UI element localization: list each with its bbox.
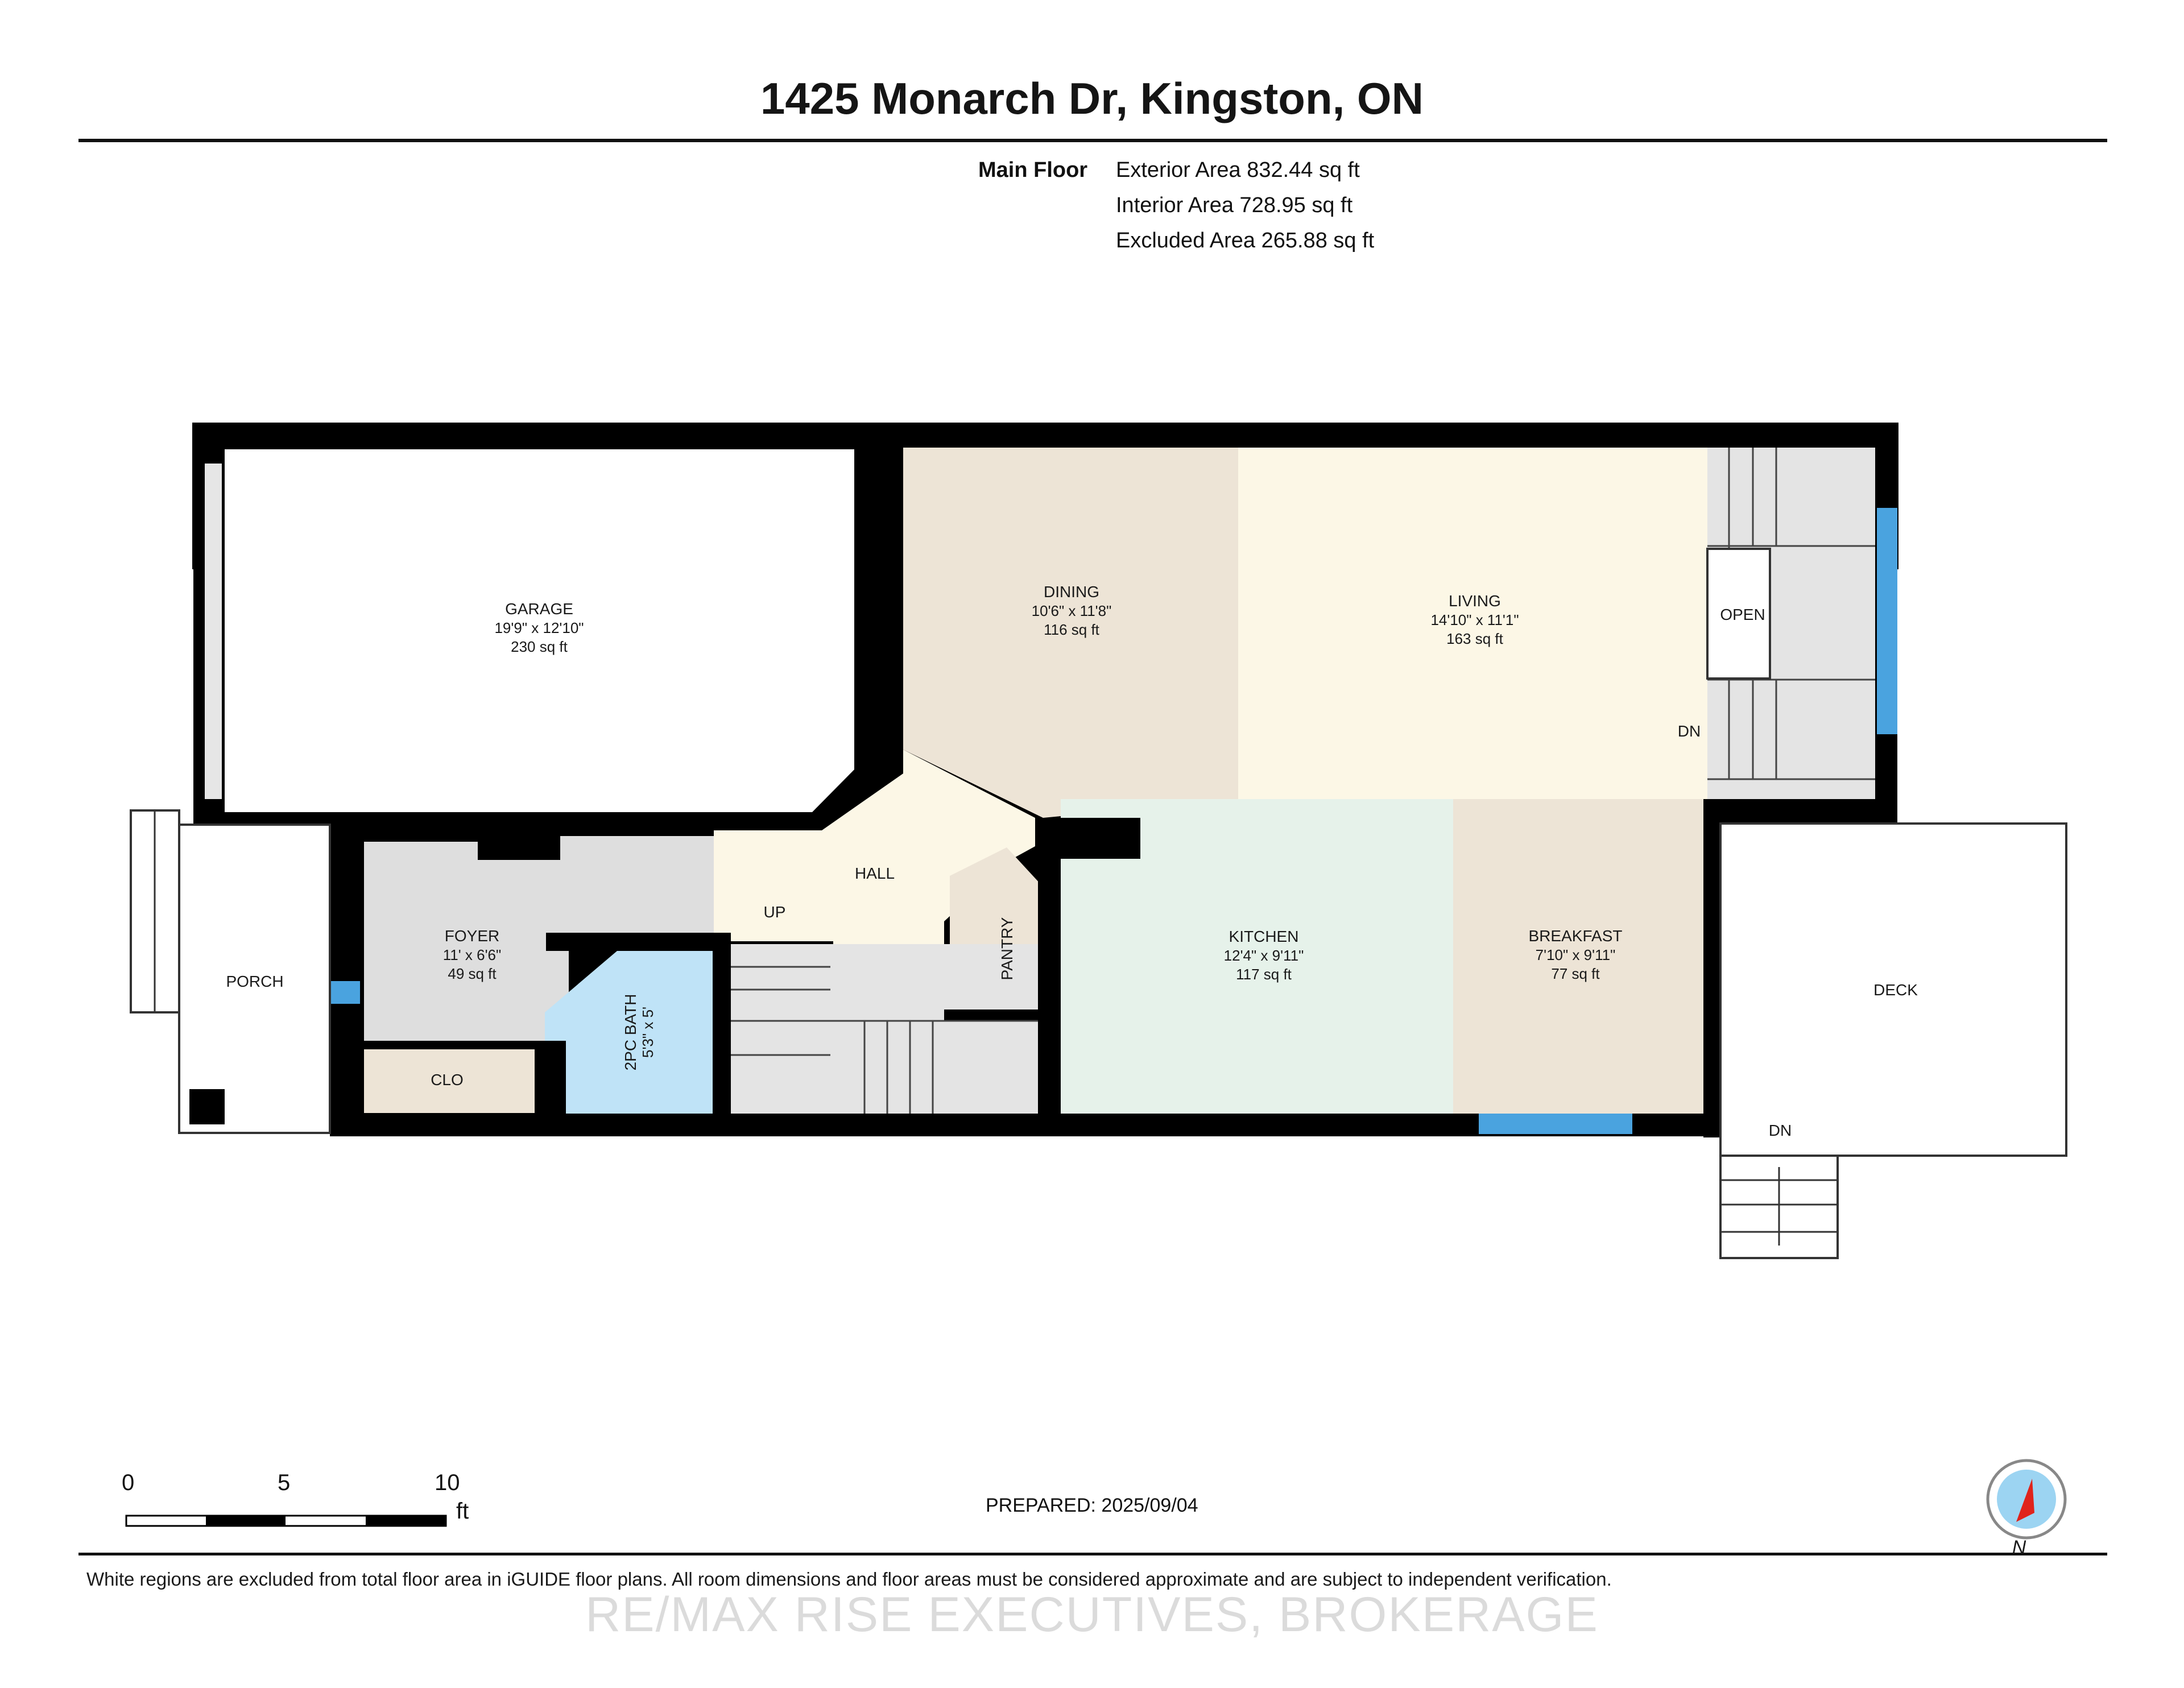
kitchen-label: KITCHEN: [1229, 928, 1299, 945]
up-label: UP: [764, 903, 786, 921]
floor-label: Main Floor: [978, 158, 1088, 182]
breakfast-label: BREAKFAST: [1529, 927, 1623, 945]
dining-area: 116 sq ft: [1044, 621, 1100, 638]
foyer-label: FOYER: [445, 927, 499, 945]
dn-living-label: DN: [1678, 722, 1701, 740]
deck-stair-treads: [1720, 1167, 1838, 1246]
breakfast-dims: 7'10" x 9'11": [1536, 946, 1616, 963]
scale-unit: ft: [456, 1499, 469, 1524]
brokerage-watermark: RE/MAX RISE EXECUTIVES, BROKERAGE: [585, 1587, 1599, 1642]
dining-room: [903, 448, 1238, 818]
scale-bar: [125, 1515, 447, 1527]
open-label: OPEN: [1720, 606, 1765, 623]
window-porch: [329, 981, 360, 1004]
living-room: [1238, 448, 1707, 799]
porch-label: PORCH: [226, 973, 283, 990]
garage-label: GARAGE: [505, 600, 573, 618]
scale-tick-10: 10: [435, 1470, 460, 1495]
living-area: 163 sq ft: [1446, 630, 1504, 647]
footer-divider: [78, 1553, 2107, 1555]
window-breakfast: [1479, 1114, 1632, 1134]
dining-dims: 10'6" x 11'8": [1032, 602, 1112, 619]
garage-dims: 19'9" x 12'10": [494, 619, 584, 636]
page-title: 1425 Monarch Dr, Kingston, ON: [760, 73, 1424, 123]
excluded-area: Excluded Area 265.88 sq ft: [1116, 229, 1375, 253]
dining-label: DINING: [1044, 583, 1099, 601]
compass-icon: [1986, 1459, 2067, 1540]
kitchen-area: 117 sq ft: [1236, 966, 1292, 983]
garage-area: 230 sq ft: [511, 638, 568, 655]
porch-area: [178, 824, 331, 1134]
foyer-area: 49 sq ft: [448, 965, 497, 982]
bath-label: 2PC BATH: [622, 994, 639, 1071]
dn-deck-label: DN: [1769, 1122, 1792, 1139]
bath-room: [545, 951, 713, 1114]
deck-label: DECK: [1873, 981, 1918, 999]
stair-open-well: [1706, 548, 1771, 680]
hall-label: HALL: [855, 864, 895, 882]
pantry-label: PANTRY: [998, 917, 1016, 980]
living-dims: 14'10" x 11'1": [1430, 611, 1519, 628]
breakfast-area: 77 sq ft: [1551, 965, 1600, 982]
scale-tick-5: 5: [278, 1470, 291, 1495]
hall-room: [714, 750, 1035, 1010]
breakfast-room: [1453, 799, 1703, 1114]
bath-dims: 5'3" x 5': [639, 1007, 656, 1058]
kitchen-dims: 12'4" x 9'11": [1224, 947, 1304, 964]
window-living: [1877, 508, 1897, 734]
disclaimer-text: White regions are excluded from total fl…: [86, 1569, 1612, 1590]
clo-label: CLO: [431, 1071, 464, 1089]
garage-room: [225, 449, 854, 812]
title-divider: [78, 139, 2107, 142]
exterior-area: Exterior Area 832.44 sq ft: [1116, 158, 1360, 182]
porch-post: [189, 1089, 225, 1124]
living-label: LIVING: [1449, 592, 1501, 610]
foyer-dims: 11' x 6'6": [443, 946, 502, 963]
prepared-date: PREPARED: 2025/09/04: [986, 1495, 1198, 1516]
interior-area: Interior Area 728.95 sq ft: [1116, 193, 1353, 217]
closet-room: [364, 1049, 537, 1113]
deck-area: [1719, 822, 2067, 1157]
window-garage: [205, 464, 222, 799]
stairs-center: [731, 944, 1038, 1114]
foyer-room: [364, 836, 714, 1041]
scale-tick-0: 0: [122, 1470, 135, 1495]
